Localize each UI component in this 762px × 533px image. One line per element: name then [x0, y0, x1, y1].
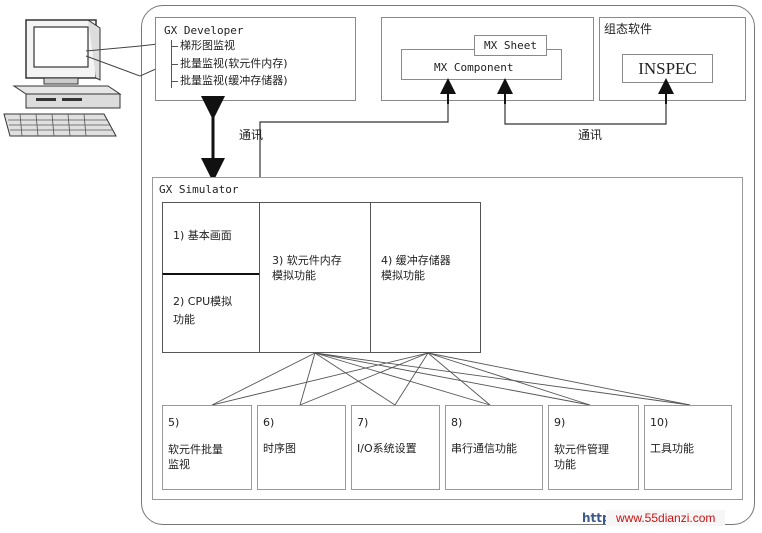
func-buffer-memory-sim: 4) 缓冲存储器 模拟功能 — [370, 202, 481, 353]
mx-component-label: MX Component — [434, 61, 514, 74]
func-tools: 10) 工具功能 — [644, 405, 732, 490]
func-batch-monitor-label: 软元件批量 监视 — [168, 443, 223, 471]
tree-branch-2 — [171, 64, 178, 65]
func-tools-num: 10) — [650, 416, 669, 429]
computer-icon — [3, 19, 140, 137]
mx-sim-line — [259, 90, 449, 177]
func-io-settings: 7) I/O系统设置 — [351, 405, 440, 490]
gx-simulator-title: GX Simulator — [159, 183, 239, 196]
gx-developer-item-buffer-memory: 批量监视(缓冲存储器) — [180, 74, 288, 87]
tree-branch-1 — [171, 46, 178, 47]
watermark-http: http — [582, 511, 611, 525]
func-serial-comm-label: 串行通信功能 — [451, 442, 517, 455]
gx-developer-item-device-memory: 批量监视(软元件内存) — [180, 57, 288, 70]
func-cpu-sim-label: 2) CPU模拟 功能 — [173, 295, 233, 326]
tree-branch-3 — [171, 81, 178, 82]
func-device-management: 9) 软元件管理 功能 — [548, 405, 639, 490]
func-buffer-memory-sim-label: 4) 缓冲存储器 模拟功能 — [381, 254, 451, 282]
config-software-title: 组态软件 — [604, 22, 653, 36]
func-serial-comm: 8) 串行通信功能 — [445, 405, 543, 490]
gx-developer-box: GX Developer 梯形图监视 批量监视(软元件内存) 批量监视(缓冲存储… — [155, 17, 356, 101]
comm-label-right: 通讯 — [578, 128, 603, 142]
inspec-label: INSPEC — [638, 59, 697, 78]
func-device-memory-sim-label: 3) 软元件内存 模拟功能 — [272, 254, 342, 282]
func-cpu-sim: 2) CPU模拟 功能 — [162, 273, 260, 353]
mx-box: MX Component MX Sheet — [381, 17, 594, 101]
mx-sheet-box: MX Sheet — [474, 35, 547, 56]
outer-frame — [141, 5, 755, 525]
watermark-url: www.55dianzi.com — [606, 510, 726, 526]
func-batch-monitor: 5) 软元件批量 监视 — [162, 405, 252, 490]
func-basic-screen: 1) 基本画面 — [162, 202, 260, 274]
func-timing-chart-label: 时序图 — [263, 442, 296, 455]
func-batch-monitor-num: 5) — [168, 416, 180, 429]
func-tools-label: 工具功能 — [650, 442, 694, 455]
func-basic-screen-label: 1) 基本画面 — [173, 229, 232, 242]
mx-sheet-label: MX Sheet — [484, 39, 537, 52]
func-device-memory-sim: 3) 软元件内存 模拟功能 — [259, 202, 371, 353]
gx-developer-title: GX Developer — [164, 24, 244, 37]
comm-label-left: 通讯 — [239, 128, 264, 142]
mx-inspec-line — [504, 92, 667, 125]
func-io-settings-num: 7) — [357, 416, 369, 429]
func-serial-comm-num: 8) — [451, 416, 463, 429]
func-timing-chart-num: 6) — [263, 416, 275, 429]
func-timing-chart: 6) 时序图 — [257, 405, 346, 490]
func-device-management-label: 软元件管理 功能 — [554, 443, 609, 471]
func-io-settings-label: I/O系统设置 — [357, 442, 417, 455]
func-device-management-num: 9) — [554, 416, 566, 429]
gx-developer-item-ladder: 梯形图监视 — [180, 39, 235, 52]
